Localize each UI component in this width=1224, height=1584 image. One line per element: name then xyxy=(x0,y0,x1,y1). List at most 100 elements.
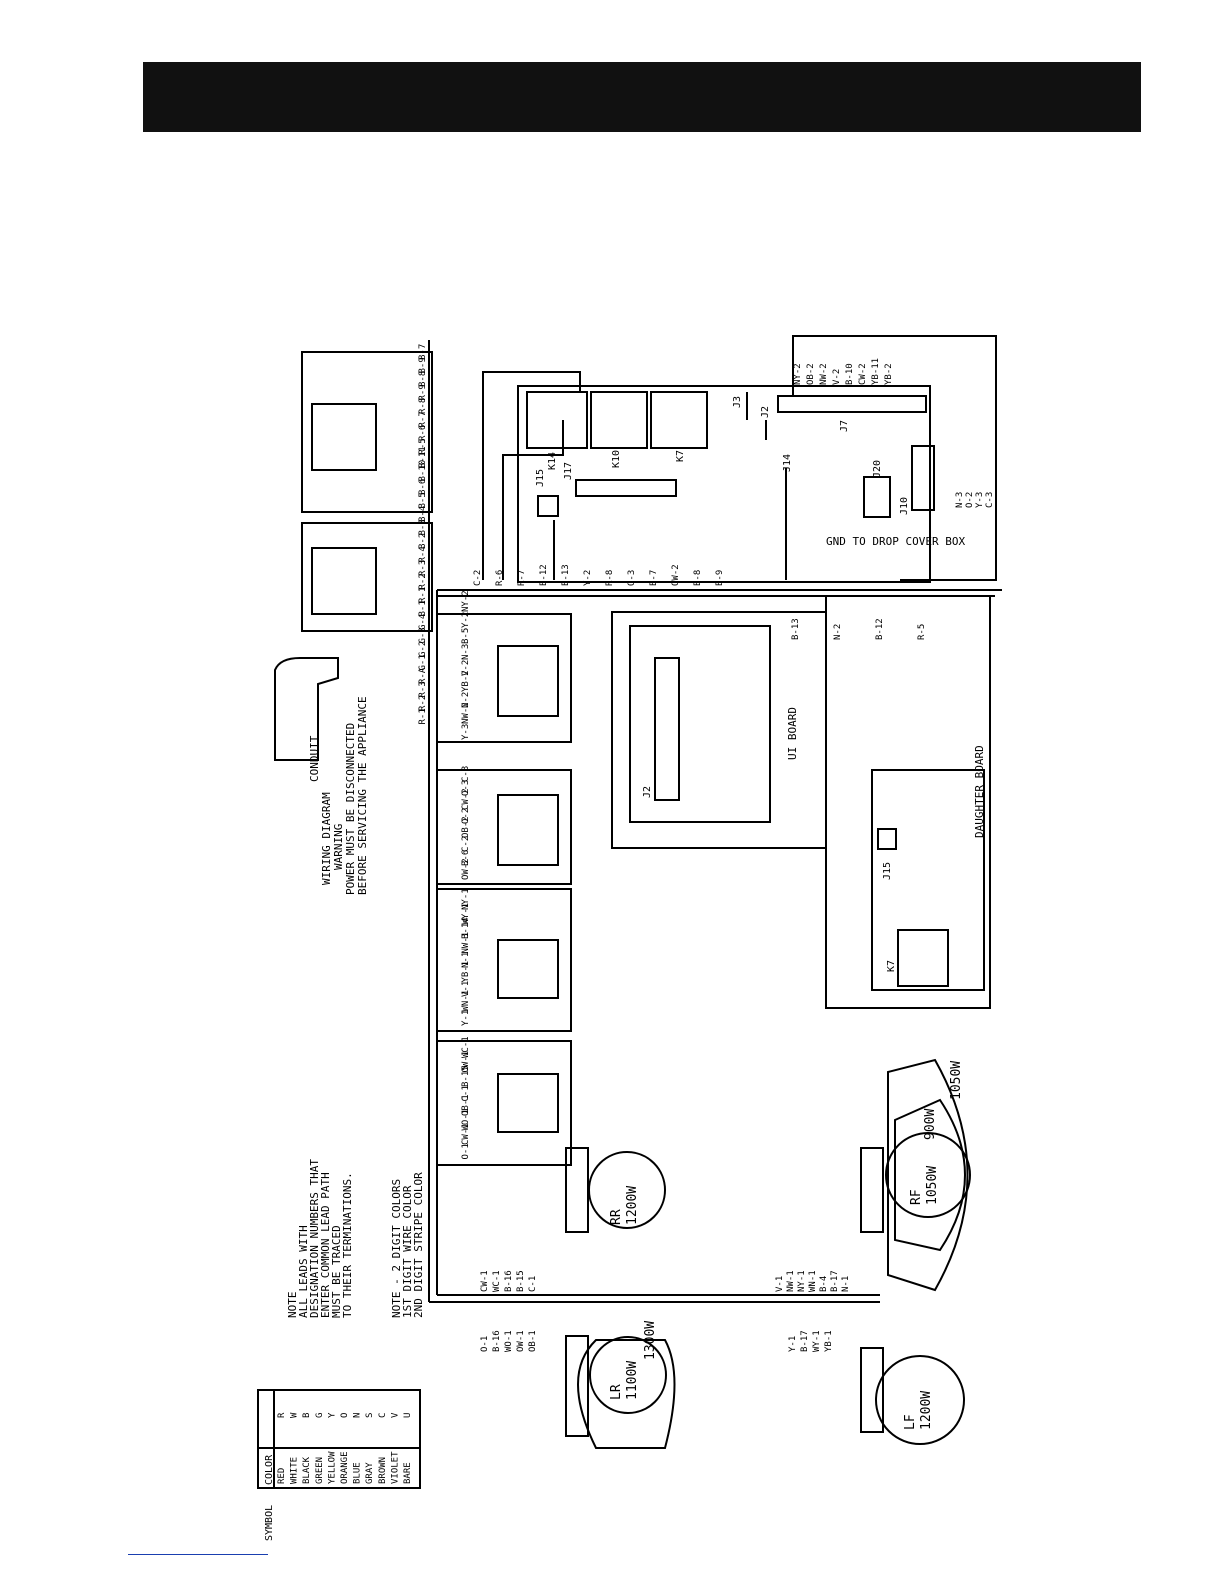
rr-wire-label: C-1 xyxy=(528,1276,538,1292)
daughter-j15-label: J15 xyxy=(882,862,893,880)
lr-wire-label: B-16 xyxy=(492,1330,502,1352)
switch2-wire-label: B-6 xyxy=(461,850,471,866)
daughter-board-label: DAUGHTER BOARD xyxy=(973,745,986,838)
wire-label: R-3 xyxy=(418,681,428,697)
switch3-wire-label: WN-1 xyxy=(461,990,471,1012)
j10-wire-label: O-2 xyxy=(965,492,975,508)
lr-wire-label: OB-1 xyxy=(528,1330,538,1352)
wire-label: R-A xyxy=(418,667,428,684)
connector-label-j2: J2 xyxy=(760,406,771,418)
warning-line: WIRING DIAGRAM xyxy=(320,792,333,885)
board-wire-label: B-12 xyxy=(539,564,549,586)
note1-line: TO THEIR TERMINATIONS. xyxy=(341,1172,354,1318)
note1-line: ENTER COMMON LEAD PATH xyxy=(319,1172,332,1318)
color-table-color: BARE xyxy=(403,1462,413,1484)
board-wire-label: R-8 xyxy=(605,570,615,586)
wire-label: R-1 xyxy=(418,587,428,603)
j7-wire-label: CW-2 xyxy=(858,363,868,385)
wire-label: B-11 xyxy=(418,446,428,468)
color-table-color: BLUE xyxy=(353,1462,363,1484)
wire-label: B-10 xyxy=(418,460,428,482)
header-bar xyxy=(143,62,1141,132)
wire-label: G-3 xyxy=(418,627,428,643)
color-table-symbol: V xyxy=(390,1412,400,1418)
gnd-label: GND TO DROP COVER BOX xyxy=(826,535,965,548)
note1-line: DESIGNATION NUMBERS THAT xyxy=(308,1159,321,1318)
daughter-k7-label: K7 xyxy=(886,960,897,972)
lr-wire-label: WO-1 xyxy=(504,1330,514,1352)
color-table-symbol: R xyxy=(277,1412,287,1418)
j7-wire-label: YB-11 xyxy=(871,358,881,385)
switch4-wire-label: CW-1 xyxy=(461,1123,471,1145)
wire-label: R-2 xyxy=(418,695,428,711)
rf-wire-label: B-4 xyxy=(819,1276,829,1292)
element-lf xyxy=(875,1355,965,1445)
lf-wire-label: Y-1 xyxy=(788,1336,798,1352)
board-wire-label: Y-2 xyxy=(583,570,593,586)
switch1-wire-label: YB-2 xyxy=(461,670,471,692)
rr-wire-label: CW-1 xyxy=(480,1270,490,1292)
switch4-wire-label: WC-1 xyxy=(461,1036,471,1058)
rf-wire-label: B-17 xyxy=(830,1270,840,1292)
color-table-color: WHITE xyxy=(290,1457,300,1484)
element-lr-watt2: 1300W xyxy=(643,1321,658,1360)
wire-label: B-1 xyxy=(418,600,428,616)
warning-line: BEFORE SERVICING THE APPLIANCE xyxy=(356,696,369,895)
switch-block-4 xyxy=(436,1040,572,1166)
conduit-shape xyxy=(274,657,339,761)
color-table-symbol: W xyxy=(290,1412,300,1418)
wire-label: R-6 xyxy=(418,425,428,441)
relay-k14 xyxy=(526,391,588,449)
board-wire-label: R-7 xyxy=(517,570,527,586)
switch2-wire-label: CW-2 xyxy=(461,788,471,810)
color-table-symbol: U xyxy=(403,1413,413,1418)
j10-wire-label: Y-3 xyxy=(975,492,985,508)
connector-label-j10: J10 xyxy=(899,497,910,515)
j7-wire-label: B-10 xyxy=(845,363,855,385)
wire-label: R-1 xyxy=(418,708,428,724)
element-rf-watt2: 900W xyxy=(923,1109,938,1140)
j7-wire-label: YB-2 xyxy=(884,363,894,385)
connector-j7 xyxy=(777,395,927,413)
relay-k7-daughter xyxy=(897,929,949,987)
element-rf-watt3: 1050W xyxy=(949,1061,964,1100)
connector-label-j20: J20 xyxy=(872,460,883,478)
rr-wire-label: B-16 xyxy=(504,1270,514,1292)
rr-wire-label: WC-1 xyxy=(492,1270,502,1292)
switch1-wire-label: B-5 xyxy=(461,628,471,644)
switch3-wire-label: N-1 xyxy=(461,952,471,968)
board-wire-label: O-3 xyxy=(627,570,637,586)
color-table-color: YELLOW xyxy=(327,1451,337,1484)
color-table-symbol: N xyxy=(353,1413,363,1418)
element-lf-watt: 1200W xyxy=(919,1391,934,1430)
switch2-wire-label: O-2 xyxy=(461,808,471,824)
switch-block-3 xyxy=(436,888,572,1032)
color-table-color: BROWN xyxy=(378,1457,388,1484)
connector-block-1 xyxy=(301,351,433,513)
switch1-wire-label: NW-2 xyxy=(461,702,471,724)
switch2-wire-label: O-3 xyxy=(461,780,471,796)
connector-label-k7: K7 xyxy=(675,450,686,462)
rf-wire-label: V-1 xyxy=(775,1276,785,1292)
board-wire-label: C-2 xyxy=(473,570,483,586)
board-wire-label: B-9 xyxy=(715,570,725,586)
switch1-wire-label: N-3 xyxy=(461,644,471,660)
ui-connector-j2 xyxy=(654,657,680,801)
lr-wire-label: OW-1 xyxy=(516,1330,526,1352)
color-table-color: GREEN xyxy=(315,1457,325,1484)
connector-j10 xyxy=(911,445,935,511)
color-table-color: RED xyxy=(277,1468,287,1484)
note1-line: ALL LEADS WITH xyxy=(297,1225,310,1318)
element-lf-name: LF xyxy=(903,1414,918,1430)
element-lr-name: LR xyxy=(609,1384,624,1400)
wire-label: B-6 xyxy=(418,479,428,495)
color-table-symbol: Y xyxy=(327,1412,337,1418)
lf-wire-label: YB-1 xyxy=(824,1330,834,1352)
conduit-label: CONDUIT xyxy=(308,735,321,782)
wire-label: G-4 xyxy=(418,614,428,630)
note1-line: MUST BE TRACED xyxy=(330,1225,343,1318)
switch3-wire-label: Y-1 xyxy=(461,1010,471,1026)
relay-k10 xyxy=(590,391,648,449)
